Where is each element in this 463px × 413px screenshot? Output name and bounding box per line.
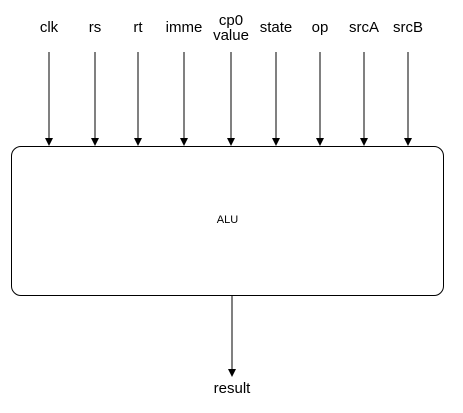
input-label-srca: srcA — [349, 19, 379, 36]
input-label-rs: rs — [88, 19, 102, 36]
input-label-state: state — [259, 19, 293, 36]
input-label-rt: rt — [133, 19, 143, 36]
alu-label: ALU — [216, 214, 239, 226]
alu-block: ALU — [11, 146, 444, 296]
input-label-clk: clk — [39, 19, 59, 36]
input-label-srcb: srcB — [393, 19, 423, 36]
result-label: result — [213, 380, 251, 397]
input-arrows — [45, 52, 412, 146]
input-label-op: op — [311, 19, 329, 36]
input-label-imme: imme — [165, 19, 203, 36]
